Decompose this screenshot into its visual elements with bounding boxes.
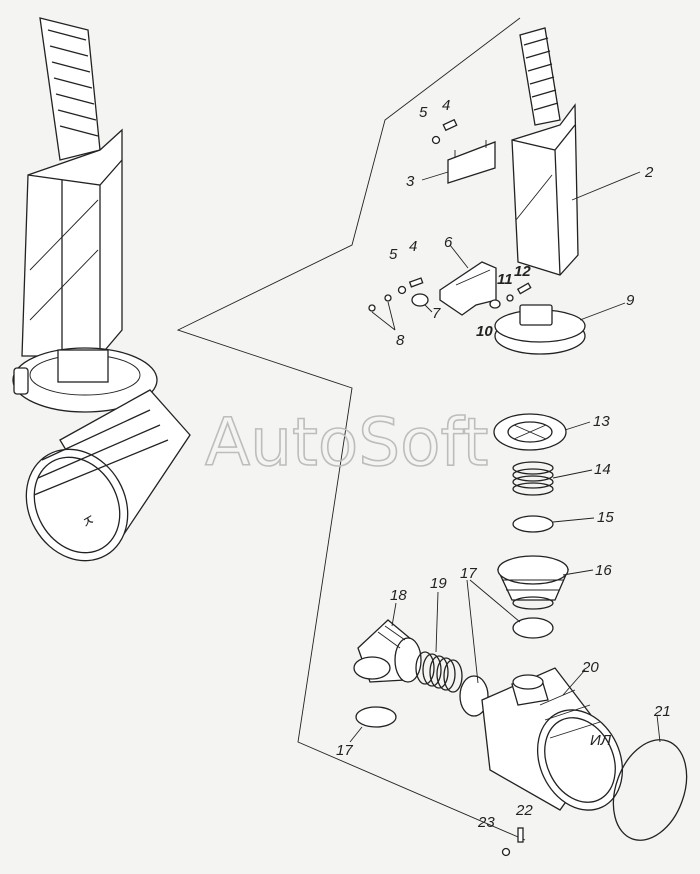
leader-19 [435, 591, 439, 653]
part-6-bracket [439, 261, 497, 316]
callout-9: 9 [626, 292, 635, 309]
part-14-spring [512, 461, 554, 496]
callout-7: 7 [432, 305, 441, 322]
callout-3: 3 [406, 173, 415, 190]
leader-18 [391, 602, 397, 627]
callout-4-mid: 4 [409, 238, 417, 255]
part-11-washer [506, 294, 514, 302]
part-23-washer [501, 847, 511, 857]
callout-19: 19 [430, 575, 447, 592]
callout-16: 16 [595, 562, 612, 579]
part-10-nut [489, 299, 501, 309]
callout-8: 8 [396, 332, 405, 349]
part-8-washer-b [368, 304, 376, 312]
leader-17b [349, 726, 363, 743]
callout-15: 15 [597, 509, 614, 526]
callout-11: 11 [497, 271, 513, 288]
callout-21: 21 [653, 703, 671, 720]
part-5-washer-top [431, 135, 441, 145]
leader-9 [579, 302, 626, 321]
part-17-clamp-c [355, 706, 397, 728]
part-17-clamp-b [459, 675, 489, 717]
leader-16 [562, 569, 594, 576]
callout-12: 12 [514, 263, 531, 280]
part-20-filter-housing: ИЛ [481, 667, 624, 811]
leader-13 [564, 421, 591, 431]
callout-22: 22 [515, 802, 533, 819]
svg-text:ИЛ: ИЛ [590, 732, 612, 749]
part-5-washer-mid [397, 285, 407, 295]
part-15-ring [512, 515, 554, 533]
leader-3 [421, 171, 449, 181]
callout-18: 18 [390, 587, 407, 604]
callout-4-top: 4 [442, 97, 450, 114]
part-3-bracket [447, 140, 496, 184]
leader-21 [656, 714, 661, 743]
leader-14 [552, 469, 593, 479]
part-4-bolt-mid [408, 277, 424, 288]
watermark-text: AutoSoft [205, 404, 488, 481]
leader-7 [424, 304, 433, 313]
callout-23: 23 [477, 814, 495, 831]
divider-line [176, 17, 526, 841]
leader-20 [562, 669, 586, 696]
callout-10: 10 [476, 323, 493, 340]
part-18-elbow [353, 619, 422, 683]
part-21-band [612, 739, 688, 841]
callout-20: 20 [581, 659, 599, 676]
leader-6 [449, 244, 469, 269]
callout-6: 6 [444, 234, 453, 251]
callout-17-upper: 17 [460, 565, 477, 582]
part-8-washer-a [384, 294, 392, 302]
callout-13: 13 [593, 413, 610, 430]
part-12-bolt [516, 282, 532, 295]
part-22-bolt [517, 827, 524, 843]
part-13-cap [493, 413, 567, 451]
part-7-spacer [411, 293, 429, 307]
part-16-bellows [496, 555, 569, 610]
leader-2 [571, 171, 641, 201]
part-9-base-pad [494, 304, 586, 355]
part-17-clamp-a [512, 617, 554, 639]
callout-5-mid: 5 [389, 246, 398, 263]
part-2-snorkel [511, 27, 579, 276]
callout-17-lower: 17 [336, 742, 353, 759]
part-19-hose [415, 651, 463, 693]
callout-5-top: 5 [419, 104, 428, 121]
leader-17a [466, 579, 521, 684]
callout-14: 14 [594, 461, 611, 478]
assembled-air-intake: ㅈ [12, 17, 191, 562]
callout-2: 2 [644, 164, 654, 181]
leader-15 [552, 517, 595, 523]
part-4-bolt-top [442, 118, 458, 132]
leader-8 [371, 301, 396, 331]
